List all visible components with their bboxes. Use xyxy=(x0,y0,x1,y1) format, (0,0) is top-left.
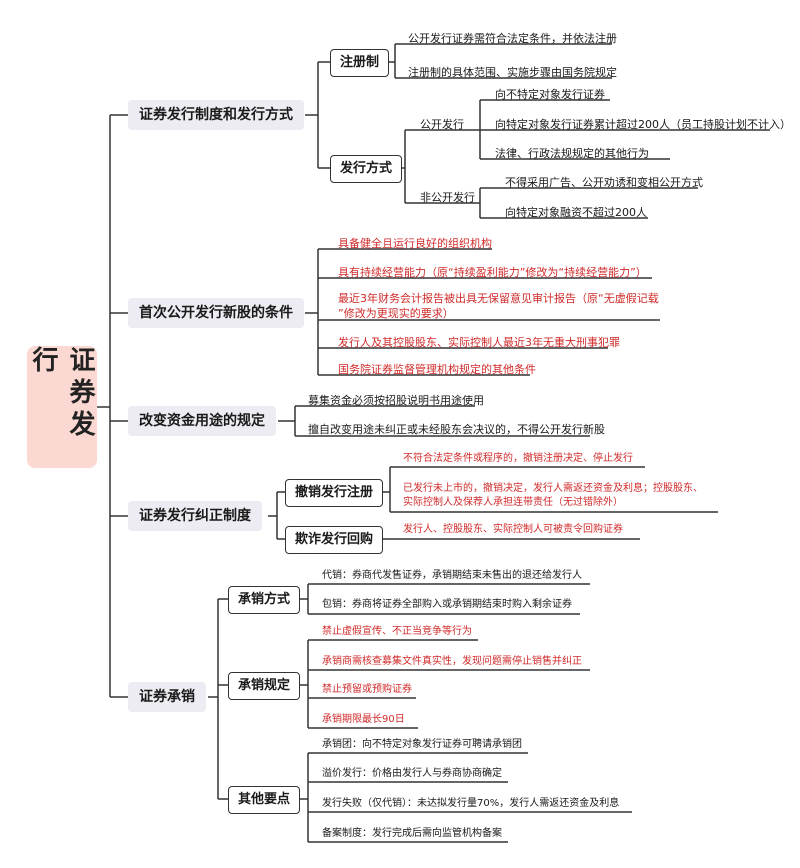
leaf-fund-2: 擅自改变用途未纠正或未经股东会决议的，不得公开发行新股 xyxy=(308,423,605,436)
leaf-revoke-2a: 已发行未上市的，撤销决定，发行人需返还资金及利息；控股股东、 xyxy=(403,483,703,494)
node-issuance-mode: 发行方式 xyxy=(330,155,403,183)
leaf-other-1: 承销团：向不特定对象发行证券可聘请承销团 xyxy=(322,739,522,750)
leaf-rules-2: 承销商需核查募集文件真实性，发现问题需停止销售并纠正 xyxy=(322,656,582,667)
leaf-mode-2: 包销：券商将证券全部购入或承销期结束时购入剩余证券 xyxy=(322,599,572,610)
root-label: 证券发行 xyxy=(28,346,95,442)
leaf-fund-1: 募集资金必须按招股说明书用途使用 xyxy=(308,394,484,407)
leaf-ipo-1: 具备健全且运行良好的组织机构 xyxy=(338,237,492,250)
leaf-fraud-1: 发行人、控股股东、实际控制人可被责令回购证券 xyxy=(403,524,623,535)
leaf-other-4: 备案制度：发行完成后需向监管机构备案 xyxy=(322,828,502,839)
leaf-revoke-1: 不符合法定条件或程序的，撤销注册决定、停止发行 xyxy=(403,453,633,464)
leaf-revoke-2b: 实际控制人及保荐人承担连带责任（无过错除外） xyxy=(403,497,623,508)
node-other-points: 其他要点 xyxy=(228,786,301,814)
leaf-public-2: 向特定对象发行证券累计超过200人（员工持股计划不计入） xyxy=(495,118,791,131)
leaf-public-3: 法律、行政法规规定的其他行为 xyxy=(495,147,649,160)
leaf-private-2: 向特定对象融资不超过200人 xyxy=(505,206,647,219)
node-fraud-buyback: 欺诈发行回购 xyxy=(285,526,384,554)
leaf-registration-1: 公开发行证券需符合法定条件，并依法注册 xyxy=(408,32,617,45)
node-revoke-registration: 撤销发行注册 xyxy=(285,479,384,507)
leaf-other-2: 溢价发行：价格由发行人与券商协商确定 xyxy=(322,768,502,779)
leaf-private-1: 不得采用广告、公开劝诱和变相公开方式 xyxy=(505,176,703,189)
leaf-registration-2: 注册制的具体范围、实施步骤由国务院规定 xyxy=(408,66,617,79)
leaf-ipo-3a: 最近3年财务会计报告被出具无保留意见审计报告（原“无虚假记载 xyxy=(338,292,659,305)
leaf-ipo-2: 具有持续经营能力（原“持续盈利能力”修改为“持续经营能力”） xyxy=(338,266,647,279)
node-underwriting-mode: 承销方式 xyxy=(228,586,301,614)
node-underwriting-rules: 承销规定 xyxy=(228,672,301,700)
leaf-rules-4: 承销期限最长90日 xyxy=(322,714,405,725)
leaf-ipo-3b: ”修改为更现实的要求） xyxy=(338,307,454,320)
branch-issuance-system: 证券发行制度和发行方式 xyxy=(128,100,304,130)
node-registration: 注册制 xyxy=(330,49,390,77)
leaf-ipo-5: 国务院证券监督管理机构规定的其他条件 xyxy=(338,363,536,376)
leaf-ipo-4: 发行人及其控股股东、实际控制人最近3年无重大刑事犯罪 xyxy=(338,336,620,349)
branch-fund-use: 改变资金用途的规定 xyxy=(128,406,276,436)
branch-underwriting: 证券承销 xyxy=(128,682,206,712)
leaf-rules-1: 禁止虚假宣传、不正当竞争等行为 xyxy=(322,626,472,637)
leaf-other-3: 发行失败（仅代销）：未达拟发行量70%，发行人需返还资金及利息 xyxy=(322,798,620,809)
branch-ipo-conditions: 首次公开发行新股的条件 xyxy=(128,298,304,328)
leaf-mode-1: 代销：券商代发售证券，承销期结束未售出的退还给发行人 xyxy=(322,570,582,581)
leaf-public-1: 向不特定对象发行证券 xyxy=(495,88,605,101)
label-private-offering: 非公开发行 xyxy=(420,191,475,204)
label-public-offering: 公开发行 xyxy=(420,118,464,131)
branch-correction: 证券发行纠正制度 xyxy=(128,501,262,531)
root-node: 证券发行 xyxy=(27,346,97,468)
leaf-rules-3: 禁止预留或预购证券 xyxy=(322,684,412,695)
